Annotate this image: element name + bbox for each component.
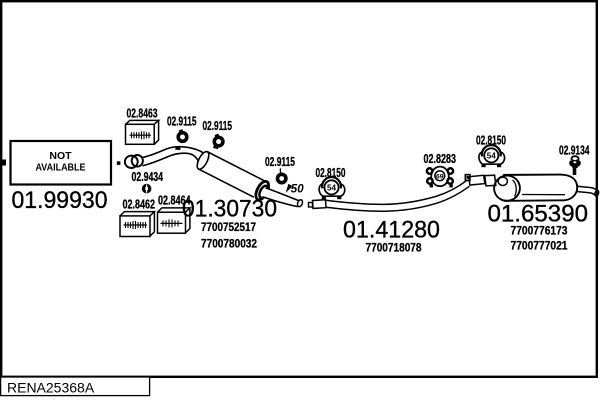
svg-text:7700776173: 7700776173 (511, 223, 568, 237)
svg-text:02.8464: 02.8464 (158, 193, 191, 208)
svg-text:7700752517: 7700752517 (201, 220, 256, 234)
svg-text:01.65390: 01.65390 (488, 201, 589, 228)
svg-text:69: 69 (436, 173, 444, 180)
svg-text:7700718078: 7700718078 (366, 240, 422, 254)
svg-text:02.9115: 02.9115 (265, 154, 295, 169)
svg-text:01.99930: 01.99930 (12, 187, 108, 214)
svg-text:7700780032: 7700780032 (201, 237, 257, 251)
svg-text:02.8283: 02.8283 (424, 151, 457, 166)
svg-text:02.8463: 02.8463 (127, 106, 158, 121)
svg-text:NOT: NOT (49, 150, 72, 162)
svg-text:01.30730: 01.30730 (182, 196, 277, 223)
svg-text:02.9115: 02.9115 (167, 114, 197, 129)
svg-text:02.8462: 02.8462 (123, 197, 156, 212)
svg-text:RENA25368A: RENA25368A (7, 380, 95, 396)
svg-text:02.8150: 02.8150 (316, 165, 346, 180)
svg-text:50: 50 (291, 184, 304, 196)
svg-text:AVAILABLE: AVAILABLE (36, 162, 86, 174)
svg-text:01.41280: 01.41280 (343, 217, 440, 244)
svg-text:7700777021: 7700777021 (511, 238, 568, 252)
svg-text:02.9115: 02.9115 (203, 118, 233, 133)
svg-text:02.9434: 02.9434 (132, 169, 164, 184)
svg-text:02.8150: 02.8150 (476, 133, 506, 148)
svg-text:02.9134: 02.9134 (559, 142, 590, 157)
